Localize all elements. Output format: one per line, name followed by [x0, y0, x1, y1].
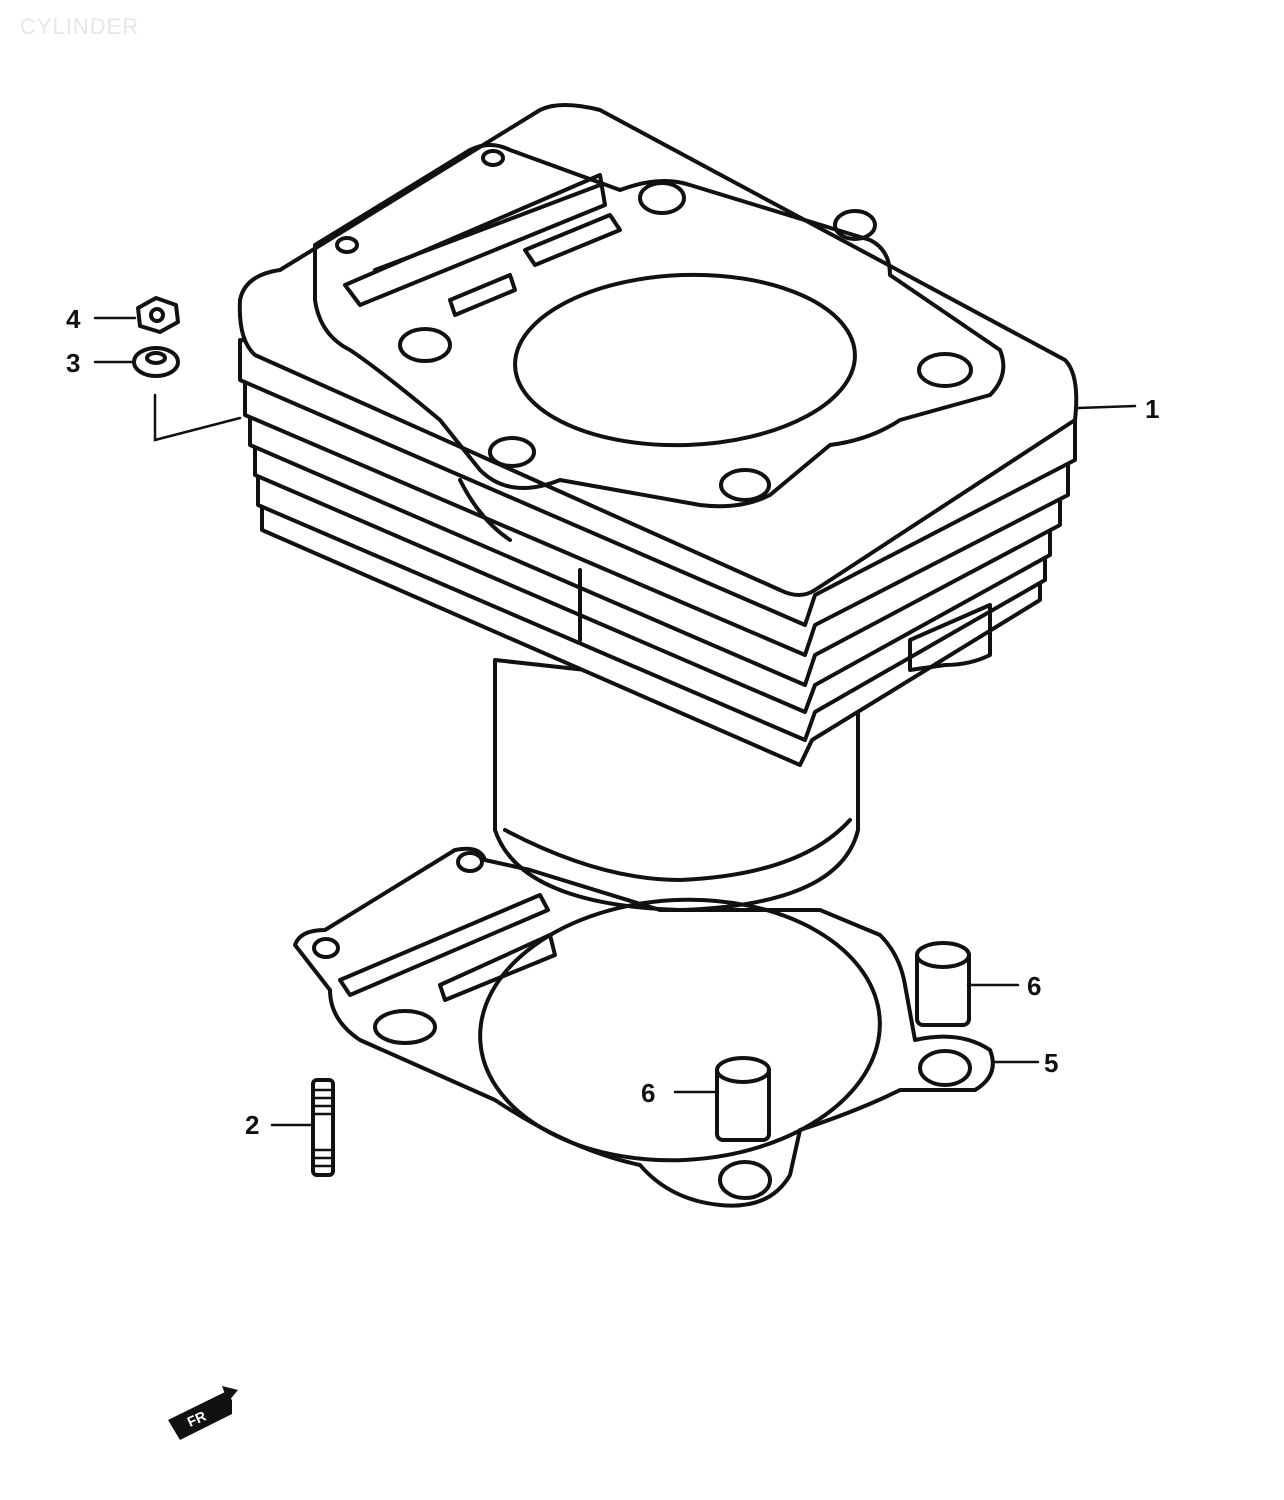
- callout-1: 1: [1145, 394, 1159, 424]
- callout-6-lower: 6: [641, 1078, 655, 1108]
- cylinder-block: [237, 103, 1079, 767]
- cylinder-nut: [136, 296, 180, 334]
- dowel-pin-upper: [915, 941, 971, 1027]
- callout-2: 2: [245, 1110, 259, 1140]
- dowel-pin-lower: [715, 1056, 771, 1142]
- callout-5: 5: [1044, 1048, 1058, 1078]
- callout-4: 4: [66, 304, 81, 334]
- front-direction-marker: FR: [168, 1386, 238, 1440]
- leader-lines: [93, 316, 1137, 1127]
- stud-bolt: [311, 1078, 335, 1177]
- callout-6-upper: 6: [1027, 971, 1041, 1001]
- front-marker-label: FR: [185, 1408, 209, 1430]
- washer-leader: [153, 393, 242, 442]
- diagram-title: CYLINDER: [20, 14, 140, 39]
- callout-3: 3: [66, 348, 80, 378]
- washer: [132, 346, 180, 378]
- cylinder-base-gasket: [293, 846, 995, 1208]
